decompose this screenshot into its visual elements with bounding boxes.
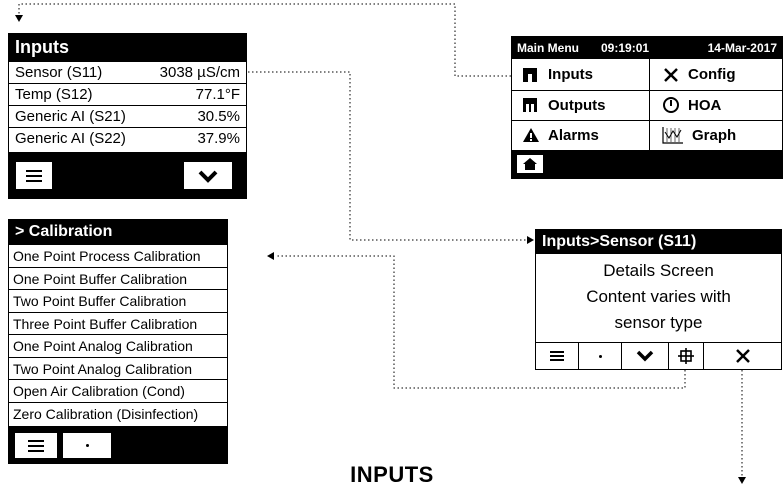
chevron-down-icon: [636, 350, 654, 362]
hoa-icon: [663, 97, 679, 113]
calibration-item[interactable]: Open Air Calibration (Cond): [9, 379, 227, 402]
row-label: Temp (S12): [15, 86, 93, 103]
menu-button[interactable]: [14, 432, 58, 459]
scroll-down-button[interactable]: [622, 343, 669, 369]
row-label: Sensor (S11): [15, 64, 103, 81]
inputs-icon: [523, 67, 537, 82]
config-button[interactable]: [704, 343, 781, 369]
outputs-icon: [523, 98, 537, 112]
inputs-row-temp[interactable]: Temp (S12) 77.1°F: [9, 83, 246, 105]
row-label: Generic AI (S21): [15, 108, 126, 125]
inputs-row-sensor[interactable]: Sensor (S11) 3038 µS/cm: [9, 61, 246, 83]
calibration-item[interactable]: Two Point Analog Calibration: [9, 356, 227, 380]
row-value: 3038 µS/cm: [159, 64, 240, 81]
tools-icon: [735, 349, 750, 363]
calibration-item[interactable]: Two Point Buffer Calibration: [9, 289, 227, 312]
inputs-footer: [9, 152, 246, 198]
details-line: sensor type: [614, 313, 703, 332]
calibration-item[interactable]: One Point Analog Calibration: [9, 334, 227, 357]
details-line: Content varies with: [586, 287, 731, 306]
menu-item-label: Config: [688, 66, 736, 83]
grid-divider: [649, 59, 650, 150]
config-icon: [664, 67, 678, 82]
inputs-panel-title: Inputs: [9, 34, 246, 61]
menu-item-label: Outputs: [548, 96, 606, 114]
menu-item-label: Inputs: [548, 66, 593, 83]
chevron-down-icon: [198, 170, 218, 183]
dot-icon: [85, 444, 89, 447]
menu-item-label: HOA: [688, 96, 722, 114]
row-label: Generic AI (S22): [15, 130, 126, 147]
home-button[interactable]: [516, 154, 544, 174]
calibration-title: > Calibration: [9, 220, 227, 244]
details-title: Inputs>Sensor (S11): [536, 230, 781, 254]
menu-icon: [26, 169, 42, 182]
details-footer: [536, 342, 781, 369]
main-menu-header: Main Menu 09:19:01 14-Mar-2017: [512, 37, 782, 59]
menu-button[interactable]: [15, 161, 53, 190]
row-value: 30.5%: [197, 108, 240, 125]
calibration-item[interactable]: Three Point Buffer Calibration: [9, 311, 227, 335]
menu-item-inputs[interactable]: Inputs: [522, 59, 647, 90]
dot-button[interactable]: [62, 432, 112, 459]
crosshair-icon: [678, 348, 694, 364]
inputs-row-generic-s22[interactable]: Generic AI (S22) 37.9%: [9, 127, 246, 149]
calibration-item[interactable]: Zero Calibration (Disinfection): [9, 401, 227, 425]
clock-time: 09:19:01: [601, 41, 650, 55]
clock-date: 14-Mar-2017: [707, 41, 777, 55]
details-panel: Inputs>Sensor (S11) Details Screen Conte…: [535, 229, 782, 370]
menu-item-label: Graph: [692, 126, 737, 144]
menu-item-outputs[interactable]: Outputs: [522, 90, 647, 120]
calibrate-button[interactable]: [669, 343, 704, 369]
row-value: 77.1°F: [195, 86, 240, 103]
calibration-item[interactable]: One Point Buffer Calibration: [9, 266, 227, 290]
calibration-footer: [9, 426, 227, 463]
calibration-item[interactable]: One Point Process Calibration: [9, 244, 227, 267]
home-icon: [523, 158, 537, 170]
scroll-down-button[interactable]: [183, 161, 233, 190]
calibration-panel: > Calibration One Point Process Calibrat…: [8, 219, 228, 464]
menu-item-config[interactable]: Config: [662, 59, 782, 90]
dot-icon: [598, 354, 602, 358]
inputs-panel: Inputs Sensor (S11) 3038 µS/cm Temp (S12…: [8, 33, 247, 199]
menu-item-alarms[interactable]: Alarms: [522, 120, 647, 150]
menu-icon: [28, 439, 44, 452]
row-value: 37.9%: [197, 130, 240, 147]
details-line: Details Screen: [603, 261, 714, 280]
dot-button[interactable]: [579, 343, 622, 369]
page-title: INPUTS: [350, 462, 434, 487]
grid-divider: [512, 90, 782, 91]
main-menu-footer: [512, 150, 782, 178]
menu-icon: [550, 351, 564, 361]
inputs-row-generic-s21[interactable]: Generic AI (S21) 30.5%: [9, 105, 246, 127]
menu-item-graph[interactable]: Graph: [662, 120, 782, 150]
menu-item-hoa[interactable]: HOA: [662, 90, 782, 120]
main-menu-title: Main Menu: [517, 41, 579, 55]
main-menu-panel: Main Menu 09:19:01 14-Mar-2017 Inputs Co…: [511, 36, 783, 179]
menu-item-label: Alarms: [548, 126, 599, 144]
grid-divider: [512, 120, 782, 121]
graph-icon: [662, 127, 683, 144]
alarm-icon: [523, 128, 539, 142]
menu-button[interactable]: [536, 343, 579, 369]
